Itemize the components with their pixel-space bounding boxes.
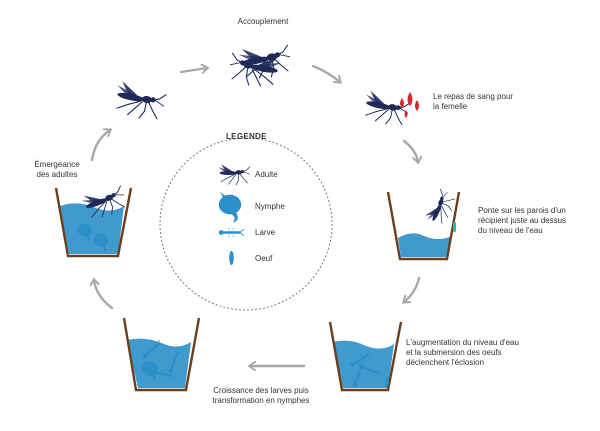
arrow-croissance-to-emergence xyxy=(94,280,114,310)
blood-meal-mosquito-icon xyxy=(360,89,419,129)
arrow-emergence-up xyxy=(90,130,110,162)
label-eclosion: L'augmentation du niveau d'eau et la sub… xyxy=(406,338,536,368)
cup-ponte xyxy=(386,187,461,261)
label-emergence: Émergeance des adultes xyxy=(22,160,92,180)
cup-emergence xyxy=(54,182,133,258)
label-ponte-line1: Ponte sur les parois d'un xyxy=(478,206,566,215)
arrow-repas-to-ponte xyxy=(402,139,418,162)
label-emergence-line1: Émergeance xyxy=(34,160,80,169)
legend-larva-icon xyxy=(217,226,246,239)
label-emergence-line2: des adultes xyxy=(36,170,78,179)
legend-label-larve: Larve xyxy=(255,228,276,237)
label-repas-line2: la femelle xyxy=(433,102,468,111)
legend-label-nymphe: Nymphe xyxy=(255,202,285,211)
label-ponte-line3: du niveau de l'eau xyxy=(478,226,543,235)
arrow-ponte-to-eclosion xyxy=(404,276,421,302)
cycle-arrows xyxy=(92,66,419,366)
legend-adult-icon xyxy=(217,163,251,186)
label-croissance-line2: transformation en nymphes xyxy=(212,396,310,405)
legend-nymph-icon xyxy=(218,192,242,223)
cup-eclosion xyxy=(328,321,403,392)
label-repas-line1: Le repas de sang pour xyxy=(433,92,514,101)
label-ponte: Ponte sur les parois d'un récipient just… xyxy=(478,206,588,236)
label-ponte-line2: récipient juste au dessus xyxy=(478,216,567,225)
legend-title: LEGENDE xyxy=(226,132,267,141)
mating-mosquitoes-icon xyxy=(226,40,294,91)
legend-circle xyxy=(159,137,333,311)
label-eclosion-line3: déclenchent l'éclosion xyxy=(406,358,485,367)
legend-label-adulte: Adulte xyxy=(255,170,278,179)
adult-mosquito-icon xyxy=(110,79,168,124)
arrow-accouplement-to-repas xyxy=(311,64,340,82)
label-eclosion-line2: et la submersion des oeufs xyxy=(406,348,502,357)
cup-croissance xyxy=(122,317,201,392)
label-croissance: Croissance des larves puis transformatio… xyxy=(196,386,326,406)
legend-egg-icon xyxy=(229,251,234,265)
label-accouplement: Accouplement xyxy=(237,17,289,26)
label-repas: Le repas de sang pour la femelle xyxy=(433,92,543,112)
arrow-emergence-to-adult xyxy=(179,68,207,72)
legend-label-oeuf: Oeuf xyxy=(255,254,273,263)
label-eclosion-line1: L'augmentation du niveau d'eau xyxy=(406,338,519,347)
label-croissance-line1: Croissance des larves puis xyxy=(213,386,309,395)
